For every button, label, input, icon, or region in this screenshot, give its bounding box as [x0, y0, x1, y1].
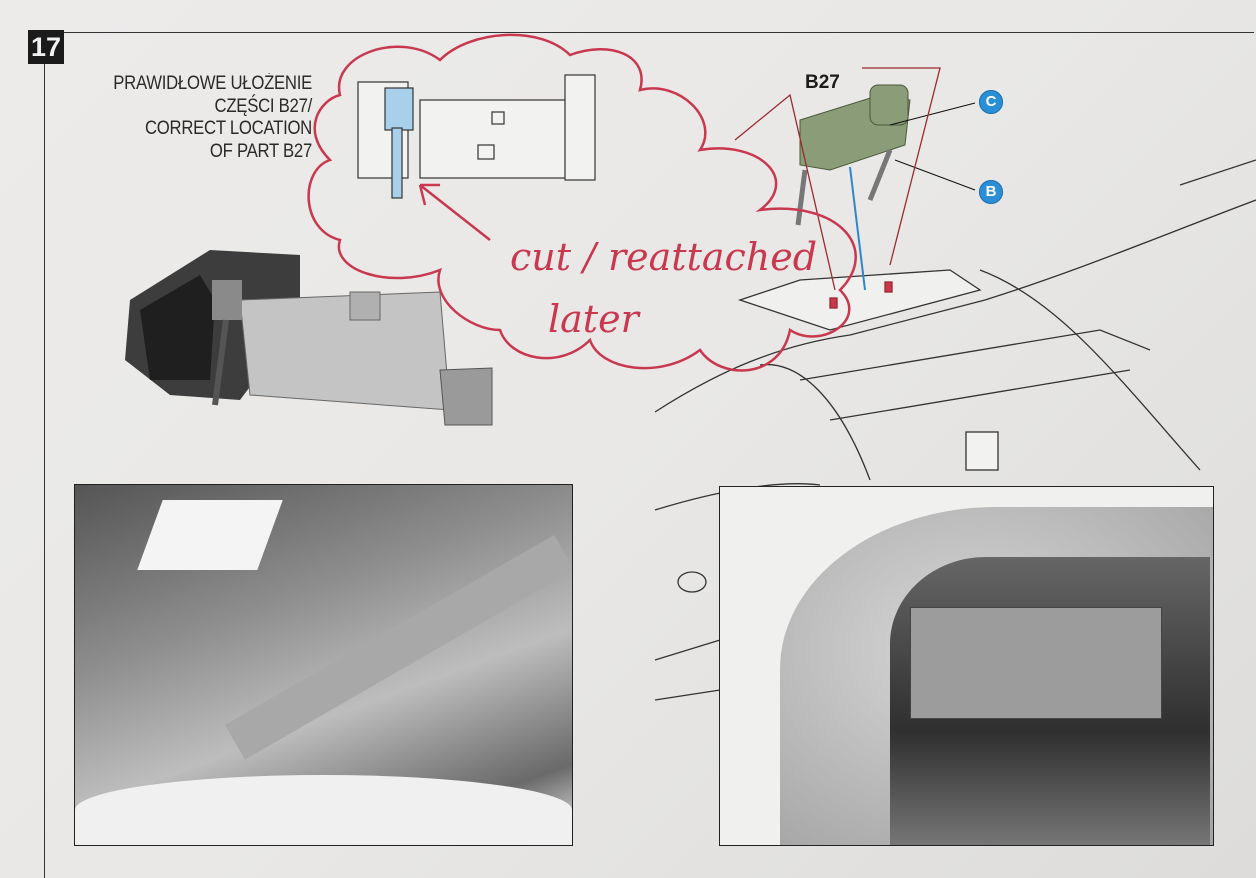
frame-line-top [64, 32, 1254, 33]
b27-part [795, 84, 976, 226]
frame-line-left [44, 64, 45, 878]
annotation-arrow [418, 183, 491, 241]
annotation-cloud [307, 33, 857, 372]
placement-arrow [849, 166, 866, 291]
guide-lines [734, 67, 941, 309]
annotation-line-1: cut / reattached [510, 235, 817, 279]
inset-part-diagram [357, 74, 596, 199]
step-number: 17 [28, 30, 64, 64]
caption-line: PRAWIDŁOWE UŁOŻENIE [113, 73, 312, 94]
detail-render-left [74, 484, 573, 846]
caption-line: CORRECT LOCATION [144, 118, 312, 139]
part-label-b27: B27 [805, 72, 840, 93]
fuselage-outline [654, 159, 1256, 701]
callout-c: C [979, 90, 1003, 114]
part-render [125, 250, 493, 426]
caption-line: OF PART B27 [209, 140, 312, 162]
caption-line: CZĘŚCI B27/ [214, 95, 313, 117]
detail-render-right [719, 486, 1214, 846]
correct-location-caption: PRAWIDŁOWE UŁOŻENIE CZĘŚCI B27/ CORRECT … [108, 73, 312, 163]
callout-b: B [979, 180, 1003, 204]
annotation-line-2: later [548, 297, 642, 341]
